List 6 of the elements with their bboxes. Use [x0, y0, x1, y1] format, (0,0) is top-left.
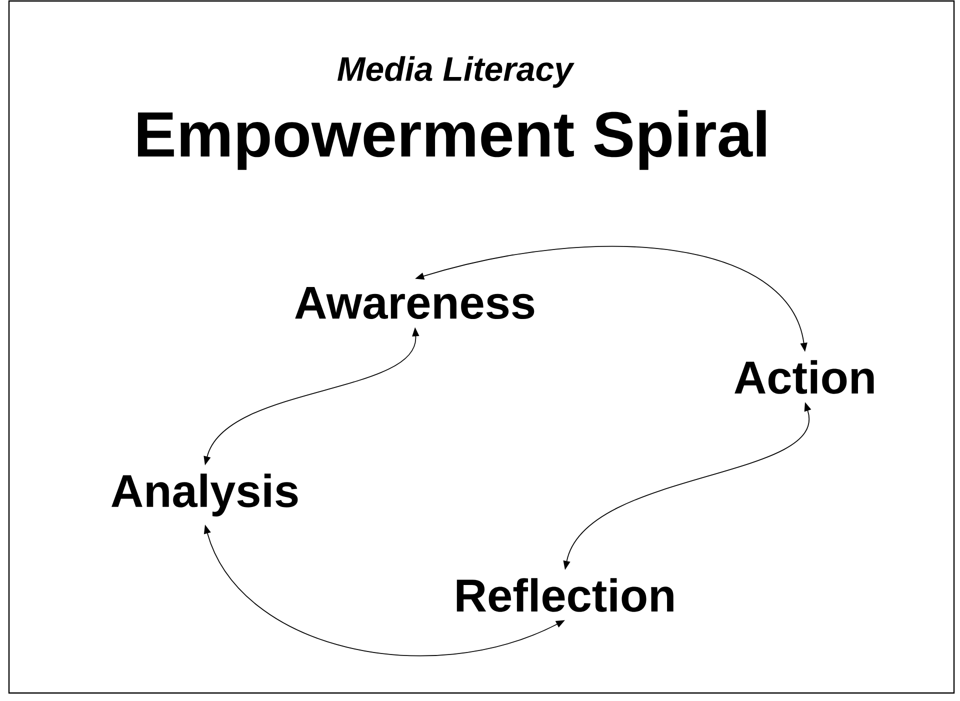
- stage-label: Awareness: [295, 286, 534, 320]
- stage-label: Reflection: [456, 578, 674, 612]
- stage-label: Analysis: [112, 474, 298, 516]
- title: Empowerment Spiral: [138, 110, 766, 170]
- stage-label: Action: [734, 360, 874, 394]
- subtitle: Media Literacy: [338, 56, 574, 88]
